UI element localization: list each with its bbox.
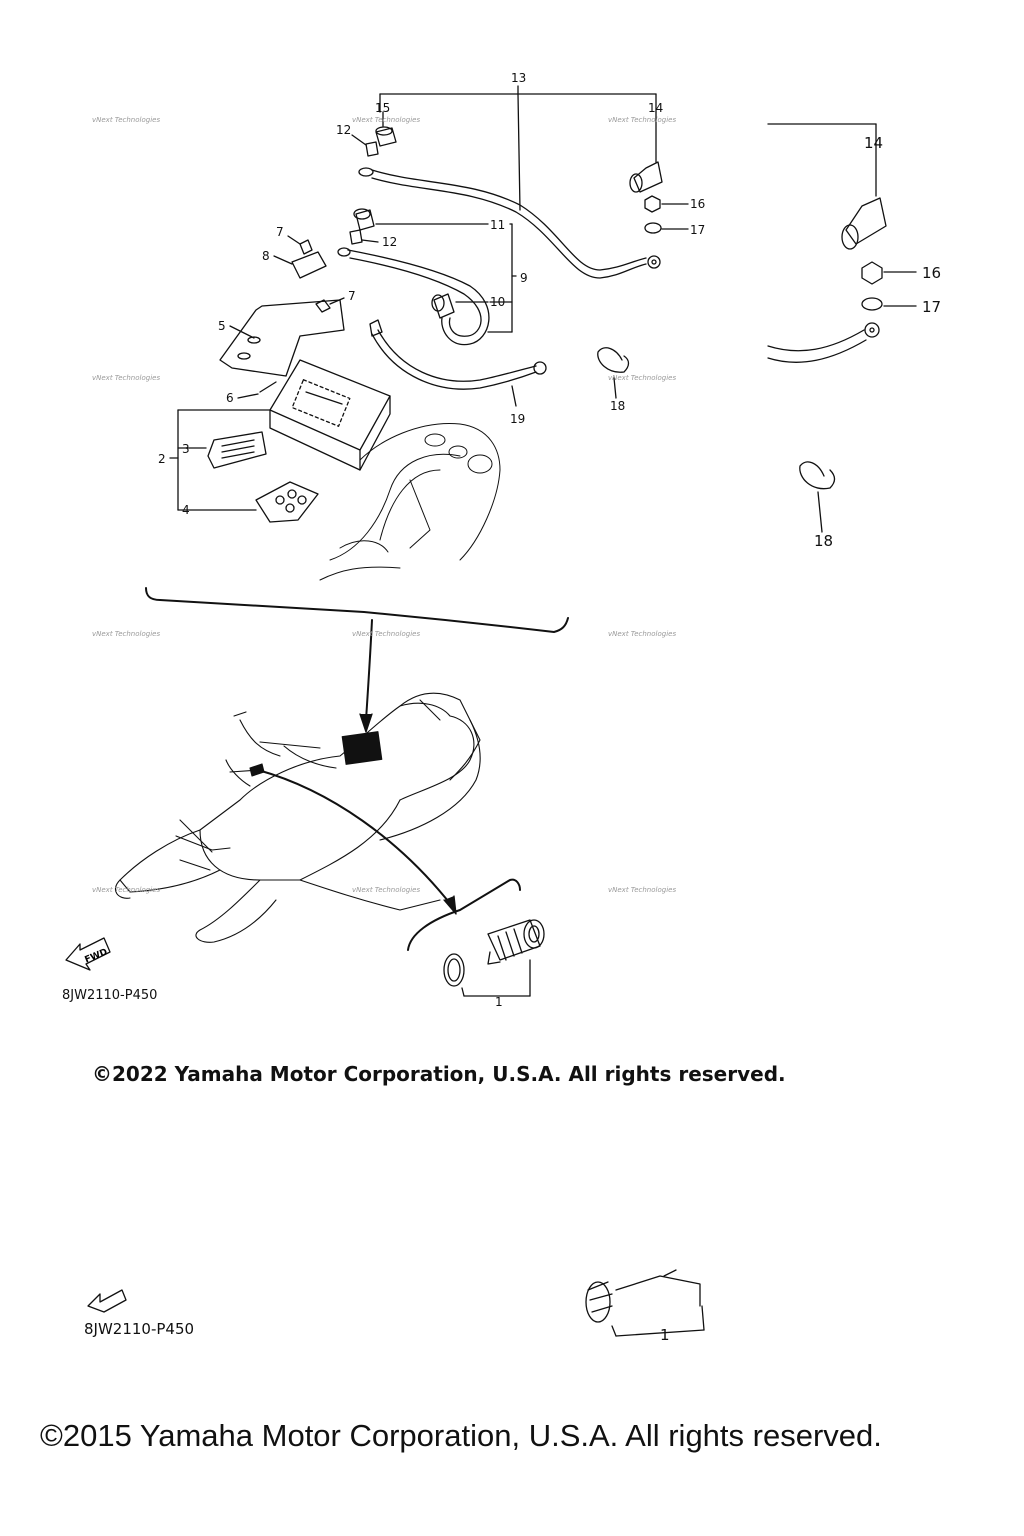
callout-2: 2: [158, 452, 166, 466]
callout-19: 19: [510, 412, 525, 426]
caution-label-3: [207, 431, 267, 469]
detail-cable: [767, 322, 880, 363]
detail-frame-right: [767, 123, 877, 197]
battery-2: [269, 359, 391, 471]
diagram-code-fragment: 8JW2110-P450: [84, 1320, 195, 1338]
lead-wire-19: [369, 319, 547, 407]
terminal-cap-10: [431, 293, 489, 319]
nut-16: [644, 195, 689, 213]
callout-6: 6: [226, 391, 234, 405]
negative-cable-9: [337, 247, 490, 346]
bolt-6: [237, 381, 277, 399]
watermark: vNext Technologies: [608, 374, 676, 382]
callout-3: 3: [182, 442, 190, 456]
copyright-2022: ©2022 Yamaha Motor Corporation, U.S.A. A…: [92, 1062, 786, 1086]
watermark: vNext Technologies: [608, 886, 676, 894]
fuse-holder-8: [273, 251, 327, 279]
callout-17: 17: [690, 223, 705, 237]
snowmobile-overview: [115, 692, 481, 943]
watermark: vNext Technologies: [608, 116, 676, 124]
detail-frame-socket: [407, 878, 521, 951]
copyright-2015: ©2015 Yamaha Motor Corporation, U.S.A. A…: [40, 1418, 882, 1453]
callout-16: 16: [690, 197, 705, 211]
terminal-cap-15: [375, 111, 397, 147]
callout-7: 7: [276, 225, 284, 239]
callout-13: 13: [511, 71, 526, 85]
bracket-9: [487, 223, 517, 333]
watermark: vNext Technologies: [92, 886, 160, 894]
nut-12-lower: [349, 229, 379, 245]
positive-cable-13: [358, 167, 661, 279]
terminal-cap-11: [353, 208, 489, 231]
callout-14: 14: [648, 101, 663, 115]
callout-labels: 13 15 14 12 16 17 11 12 7 8 9 7 10 5 18 …: [83, 71, 941, 1344]
watermark: vNext Technologies: [608, 630, 676, 638]
callout-8: 8: [262, 249, 270, 263]
washer-17: [644, 222, 689, 234]
callout-4: 4: [182, 503, 190, 517]
accessory-socket-1: [443, 919, 545, 997]
bracket-13: [379, 85, 657, 211]
watermarks: vNext Technologies vNext Technologies vN…: [92, 116, 676, 894]
bolt-7-upper: [287, 235, 313, 255]
watermark: vNext Technologies: [92, 116, 160, 124]
detail-callout-18: 18: [814, 532, 833, 550]
watermark: vNext Technologies: [352, 630, 420, 638]
fragment-socket: [585, 1269, 705, 1337]
callout-12: 12: [336, 123, 351, 137]
callout-15: 15: [375, 101, 390, 115]
fragment-fwd-icon: [87, 1289, 127, 1313]
leader-arrow-battery: [365, 619, 373, 721]
battery-bracket-5: [219, 299, 345, 377]
detail-cap-14: [841, 197, 887, 250]
vehicle-body-detail: [319, 422, 501, 581]
watermark: vNext Technologies: [92, 630, 160, 638]
callout-1: 1: [495, 995, 503, 1009]
bolt-kit-4: [255, 481, 319, 523]
callout-18: 18: [610, 399, 625, 413]
leader-arrow-socket: [257, 769, 453, 907]
callout-5: 5: [218, 319, 226, 333]
detail-callout-14: 14: [864, 134, 883, 152]
clip-18: [597, 347, 630, 399]
watermark: vNext Technologies: [352, 116, 420, 124]
diagram-code: 8JW2110-P450: [62, 988, 158, 1003]
watermark: vNext Technologies: [92, 374, 160, 382]
detail-callout-17: 17: [922, 298, 941, 316]
fwd-arrow-icon: [65, 937, 111, 971]
callout-10: 10: [490, 295, 505, 309]
callout-12-lower: 12: [382, 235, 397, 249]
callout-9: 9: [520, 271, 528, 285]
detail-callout-1: 1: [660, 1326, 670, 1344]
terminal-cap-14: [629, 111, 663, 193]
bracket-2: [169, 409, 271, 511]
fwd-label: FWD: [83, 947, 109, 965]
detail-clip-18: [799, 461, 836, 533]
detail-callout-16: 16: [922, 264, 941, 282]
detail-washer-17: [861, 297, 917, 311]
detail-nut-16: [861, 261, 917, 285]
watermark: vNext Technologies: [352, 886, 420, 894]
nut-12-upper: [351, 134, 379, 157]
callout-7-lower: 7: [348, 289, 356, 303]
detail-frame-main: [145, 587, 569, 633]
callout-11: 11: [490, 218, 505, 232]
